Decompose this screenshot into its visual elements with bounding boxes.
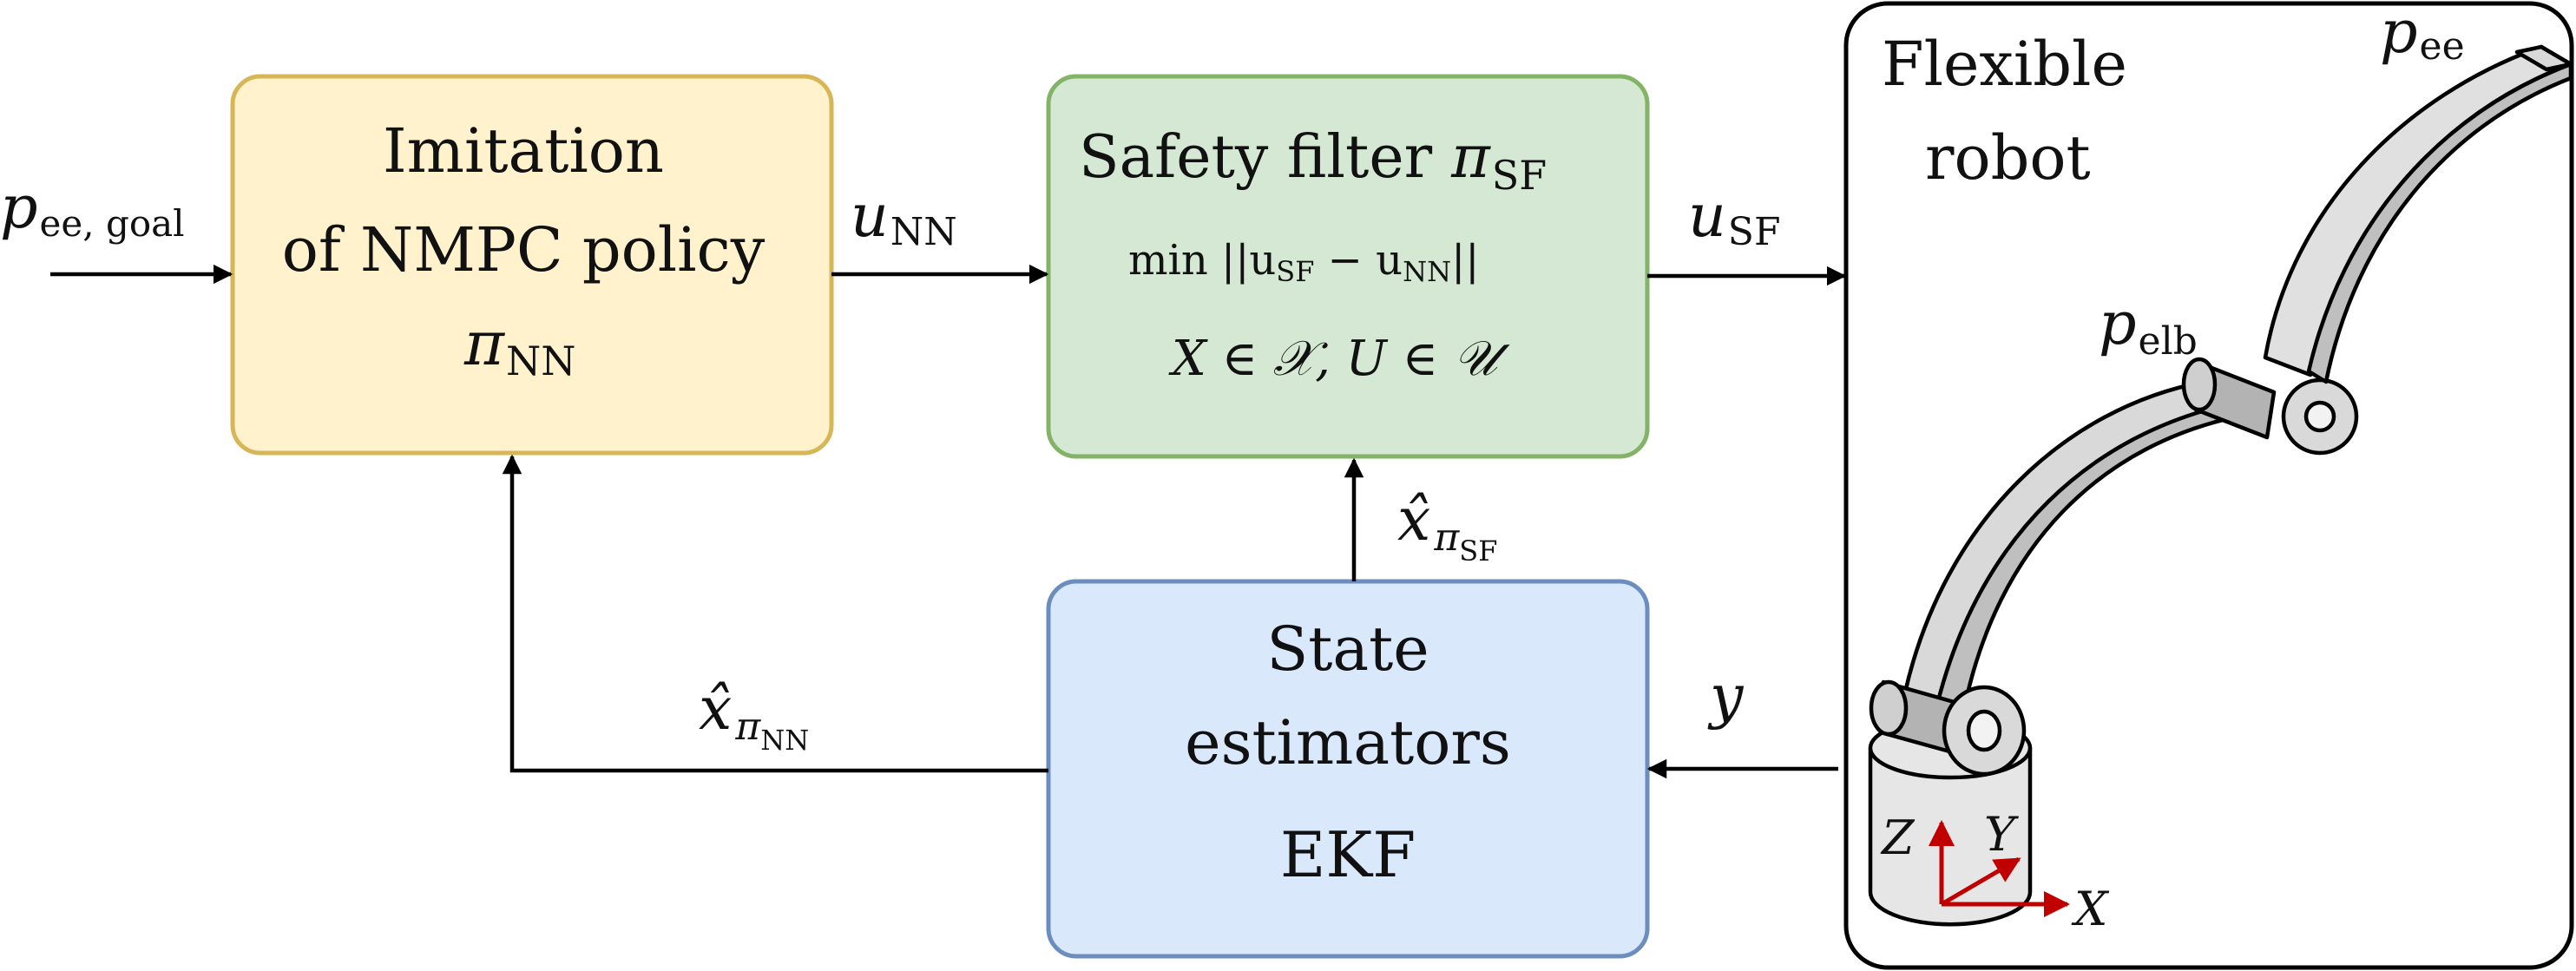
shoulder-joint-hole <box>1966 709 2002 752</box>
u-sf-label: uSF <box>1688 182 1780 254</box>
x-hat-nn-label: x̂πNN <box>699 675 809 757</box>
shoulder-joint-cap <box>1869 679 1909 737</box>
u-nn-label: uNN <box>851 182 957 254</box>
y-axis <box>1940 856 2021 907</box>
coordinate-frame <box>1929 820 2070 917</box>
safety-constraint: X ∈ 𝒳, U ∈ 𝒰 <box>1168 331 1510 387</box>
y-label: y <box>1707 663 1745 732</box>
x-axis-label: X <box>2071 882 2110 936</box>
arrow-estimator-to-imitation <box>502 454 1048 773</box>
robot-title-line2: robot <box>1925 122 2091 194</box>
robot-title-line1: Flexible <box>1882 29 2127 100</box>
safety-objective: min ||uSF − uNN|| <box>1128 236 1479 288</box>
y-axis-label: Y <box>1984 807 2019 862</box>
estimator-line1: State <box>1266 613 1429 685</box>
p-ee-label: pee <box>2380 0 2465 69</box>
imitation-title-line2: of NMPC policy <box>282 214 766 285</box>
elbow-joint-hole <box>2303 400 2336 433</box>
elbow-joint-cap <box>2181 357 2218 412</box>
upper-link-tip <box>2514 44 2573 72</box>
upper-link-front <box>2306 62 2573 384</box>
imitation-policy-symbol: πNN <box>463 308 576 384</box>
robot-illustration <box>1868 44 2573 927</box>
p-elb-label: pelb <box>2099 290 2198 364</box>
estimator-line2: estimators <box>1185 707 1511 778</box>
imitation-title-line1: Imitation <box>383 115 664 187</box>
x-hat-sf-label: x̂πSF <box>1397 486 1497 568</box>
goal-input-label: pee, goal <box>0 174 185 245</box>
estimator-name: EKF <box>1280 818 1416 891</box>
z-axis-label: Z <box>1880 810 1916 865</box>
robot-panel <box>1843 1 2574 970</box>
